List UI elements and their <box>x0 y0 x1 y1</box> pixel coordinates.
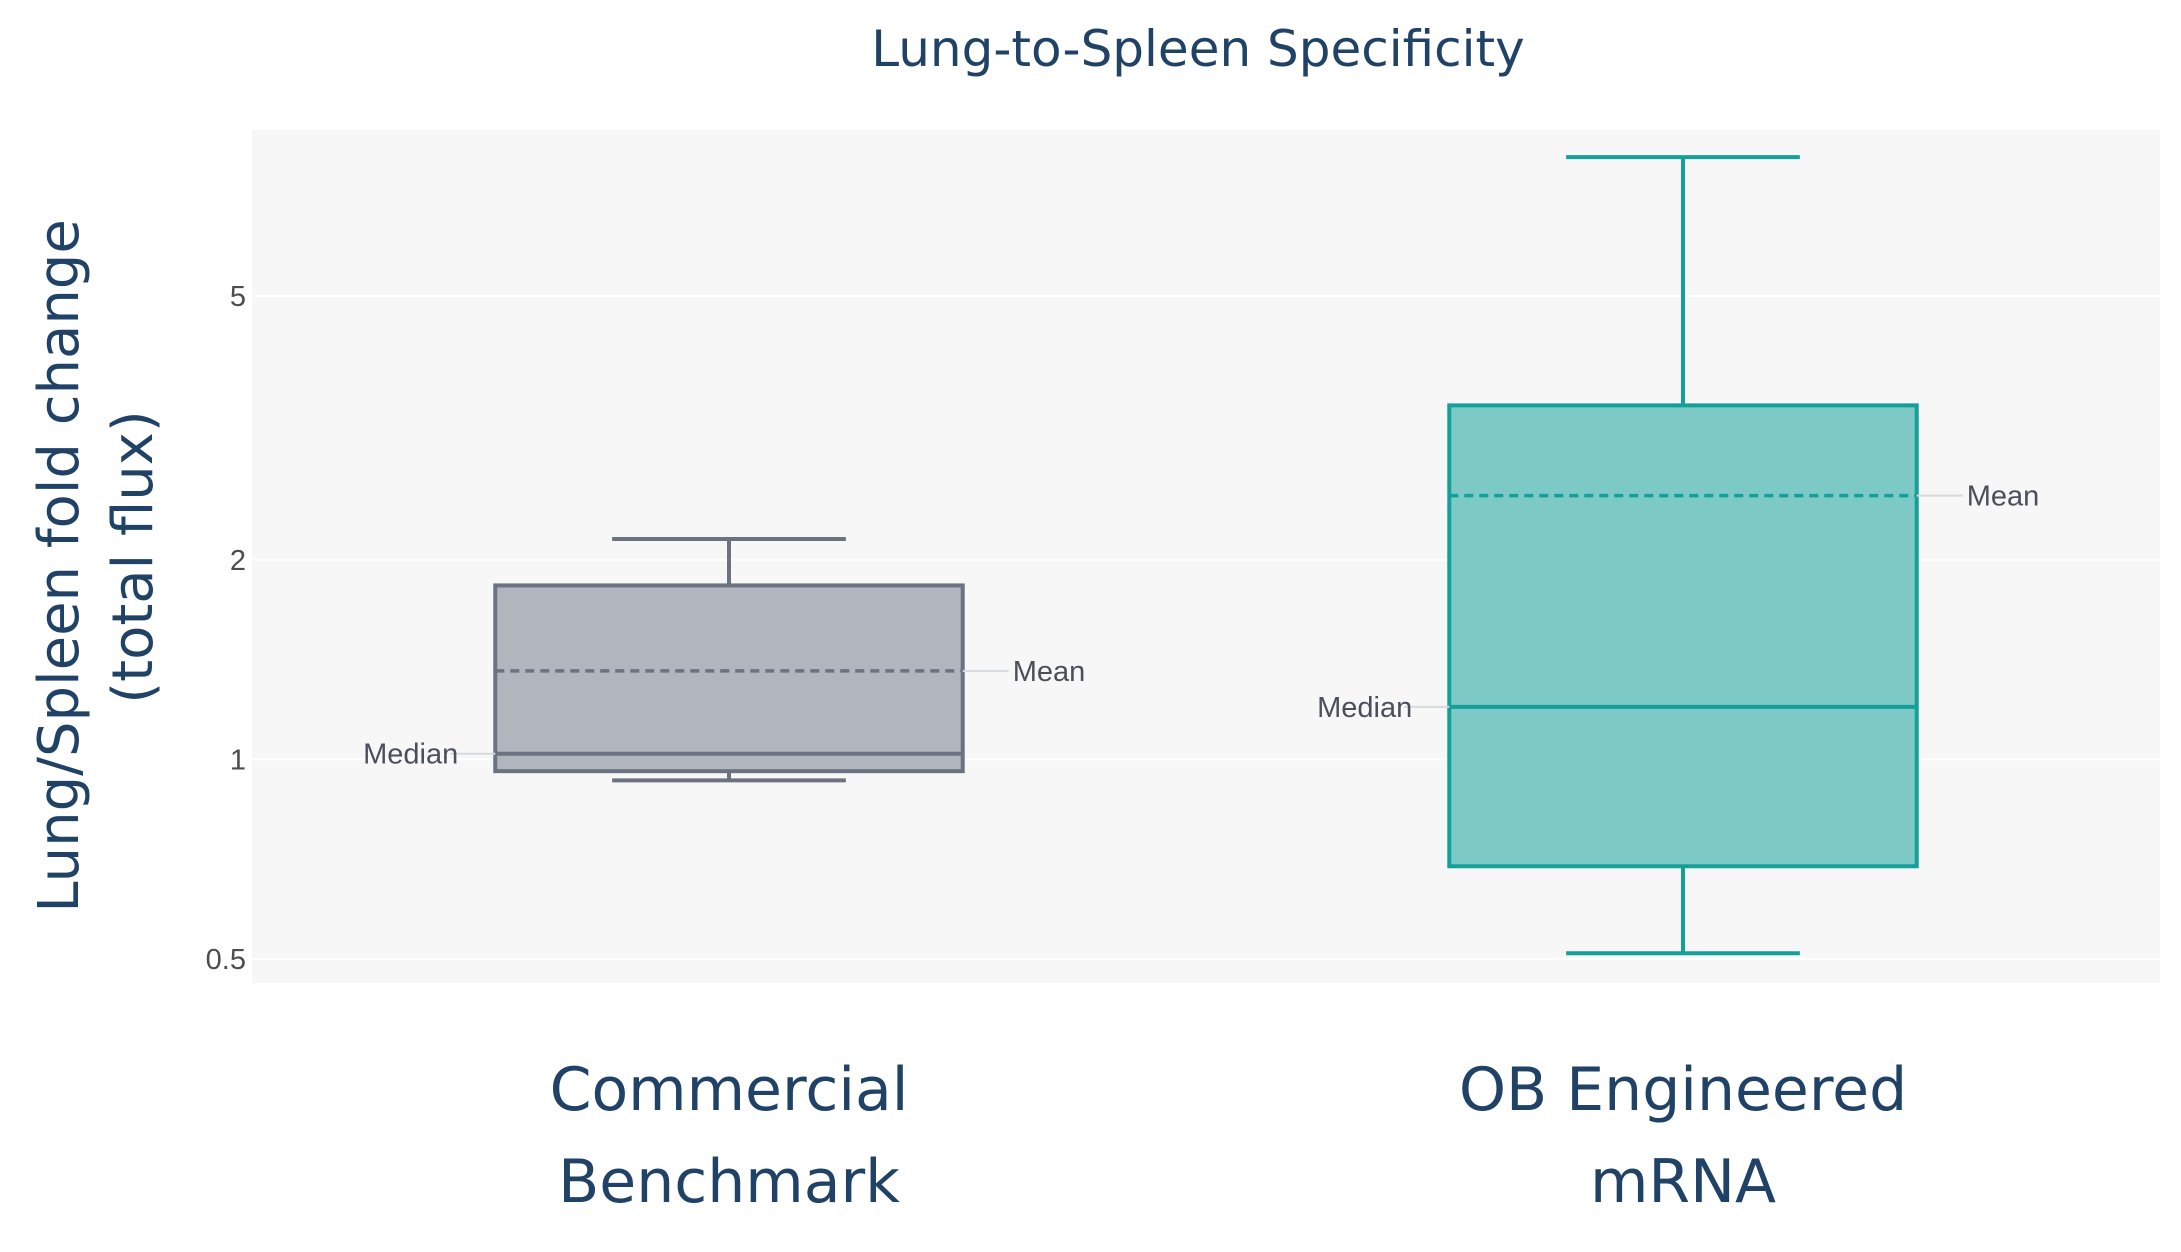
y-axis-title-line-2: (total flux) <box>101 410 166 703</box>
y-tick-label-0: 0.5 <box>206 944 246 976</box>
y-tick-labels: 0.5 1 2 5 <box>206 281 246 976</box>
box-1: Median Mean <box>1317 155 2040 956</box>
median-label: Median <box>363 739 458 771</box>
x-category-label-1-line-1: mRNA <box>1590 1147 1776 1217</box>
y-tick-label-2: 2 <box>230 545 246 577</box>
iqr-box <box>493 583 965 774</box>
y-tick-label-1: 1 <box>230 744 246 776</box>
x-category-label-0-line-1: Benchmark <box>558 1147 900 1217</box>
y-tick-label-3: 5 <box>230 281 246 313</box>
box-0: Median Mean <box>363 537 1086 783</box>
y-axis-title: Lung/Spleen fold change (total flux) <box>27 201 166 912</box>
median-label: Median <box>1317 692 1412 724</box>
y-axis-title-line-1: Lung/Spleen fold change <box>27 219 92 912</box>
chart-title: Lung-to-Spleen Specificity <box>871 20 1524 78</box>
x-category-label-1-line-0: OB Engineered <box>1459 1055 1907 1125</box>
mean-label: Mean <box>1967 481 2040 513</box>
iqr-box <box>1447 403 1919 869</box>
mean-label: Mean <box>1013 656 1086 688</box>
x-category-label-0-line-0: Commercial <box>550 1055 909 1125</box>
